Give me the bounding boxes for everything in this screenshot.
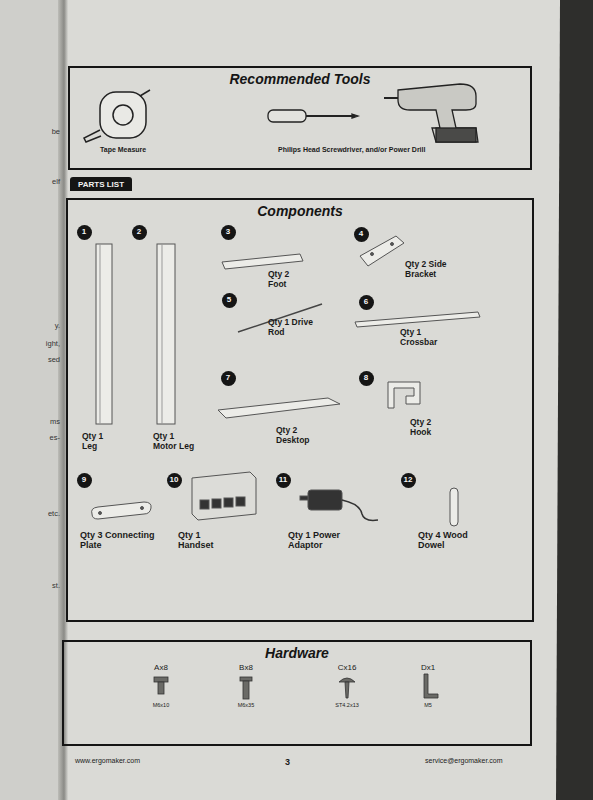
margin-text: be (38, 128, 60, 137)
callout-number: 11 (276, 473, 291, 488)
part-name: Qty 1 Power Adaptor (288, 530, 352, 551)
callout-number: 1 (77, 225, 92, 240)
components-box: Components123456789101112 (66, 198, 534, 622)
box-title: Hardware (64, 642, 530, 661)
callout-number: 8 (364, 374, 368, 382)
part-name: Qty 1 Handset (178, 530, 222, 551)
callout-number: 11 (279, 476, 287, 484)
callout-number: 6 (364, 298, 368, 306)
margin-text: etc. (38, 510, 60, 519)
allen-key-d (424, 674, 438, 698)
part-name: Qty 2 Side Bracket (405, 260, 463, 280)
hardware-drawings (154, 674, 438, 699)
callout-number: 10 (167, 473, 182, 488)
crossbar-drawing (355, 312, 480, 327)
tape-measure-icon (84, 90, 150, 142)
hardware-code: Cx16 (327, 663, 367, 672)
callout-number: 6 (359, 295, 374, 310)
hardware-size: M6x35 (226, 702, 266, 708)
margin-text: st. (38, 582, 60, 591)
screw-a (154, 677, 168, 682)
side-bracket-drawing (360, 236, 404, 266)
callout-number: 9 (77, 473, 92, 488)
part-name: Qty 2 Foot (268, 270, 298, 290)
foot-drawing (222, 254, 303, 269)
box-title: Recommended Tools (70, 68, 530, 87)
part-name: Qty 1 Leg (82, 432, 112, 452)
callout-number: 10 (170, 476, 179, 484)
callout-number: 3 (226, 228, 230, 236)
callout-number: 5 (222, 293, 237, 308)
motor-leg-drawing (157, 244, 175, 424)
callout-number: 12 (404, 476, 413, 484)
part-name: Qty 1 Drive Rod (268, 318, 314, 338)
tool-name: Tape Measure (100, 146, 146, 154)
callout-number: 8 (359, 371, 374, 386)
part-name: Qty 1 Crossbar (400, 328, 444, 348)
page-footer: 3 (285, 757, 290, 767)
margin-text: ms (38, 418, 60, 427)
hardware-size: M5 (408, 702, 448, 708)
desktop-drawing (218, 398, 340, 418)
page-footer: www.ergomaker.com (75, 757, 140, 765)
hardware-code: Dx1 (408, 663, 448, 672)
margin-text: y. (38, 322, 60, 331)
power-adaptor-drawing (300, 490, 378, 520)
hardware-code: Ax8 (141, 663, 181, 672)
callout-number: 7 (226, 374, 230, 382)
callout-number: 9 (82, 476, 86, 484)
margin-text: elf (38, 178, 60, 187)
callout-number: 4 (354, 227, 369, 242)
hardware-size: ST4.2x13 (327, 702, 367, 708)
screw-b (240, 677, 252, 681)
callout-number: 7 (221, 371, 236, 386)
leg-drawing (96, 244, 112, 424)
screwdriver-icon (268, 110, 358, 122)
margin-text: sed (38, 356, 60, 365)
part-name: Qty 4 Wood Dowel (418, 530, 474, 551)
part-name: Qty 2 Hook (410, 418, 440, 438)
section-label: PARTS LIST (78, 180, 124, 189)
tool-name: Philips Head Screwdriver, and/or Power D… (278, 146, 425, 154)
callout-number: 2 (137, 228, 141, 236)
callout-number: 2 (132, 225, 147, 240)
page-footer: service@ergomaker.com (425, 757, 503, 765)
hardware-box: Hardware (62, 640, 532, 746)
margin-text: ight, (30, 340, 60, 349)
hardware-size: M6x10 (141, 702, 181, 708)
section-tab: PARTS LIST (70, 177, 132, 191)
hook-drawing (388, 382, 420, 408)
handset-drawing (192, 472, 256, 520)
margin-text: es- (38, 434, 60, 443)
callout-number: 1 (82, 228, 86, 236)
wood-dowel-drawing (450, 488, 458, 526)
connecting-plate-drawing (92, 502, 152, 519)
callout-number: 3 (221, 225, 236, 240)
box-title: Components (68, 200, 532, 219)
part-name: Qty 3 Connecting Plate (80, 530, 164, 551)
power-drill-icon (384, 84, 478, 142)
callout-number: 4 (359, 230, 363, 238)
tools-box: Recommended Tools (68, 66, 532, 170)
callout-number: 12 (401, 473, 416, 488)
part-illustrations (92, 236, 480, 526)
callout-number: 5 (227, 296, 231, 304)
left-page (0, 0, 64, 800)
screw-c (339, 678, 355, 682)
part-name: Qty 1 Motor Leg (153, 432, 199, 452)
part-name: Qty 2 Desktop (276, 426, 320, 446)
hardware-code: Bx8 (226, 663, 266, 672)
right-page (62, 0, 560, 800)
